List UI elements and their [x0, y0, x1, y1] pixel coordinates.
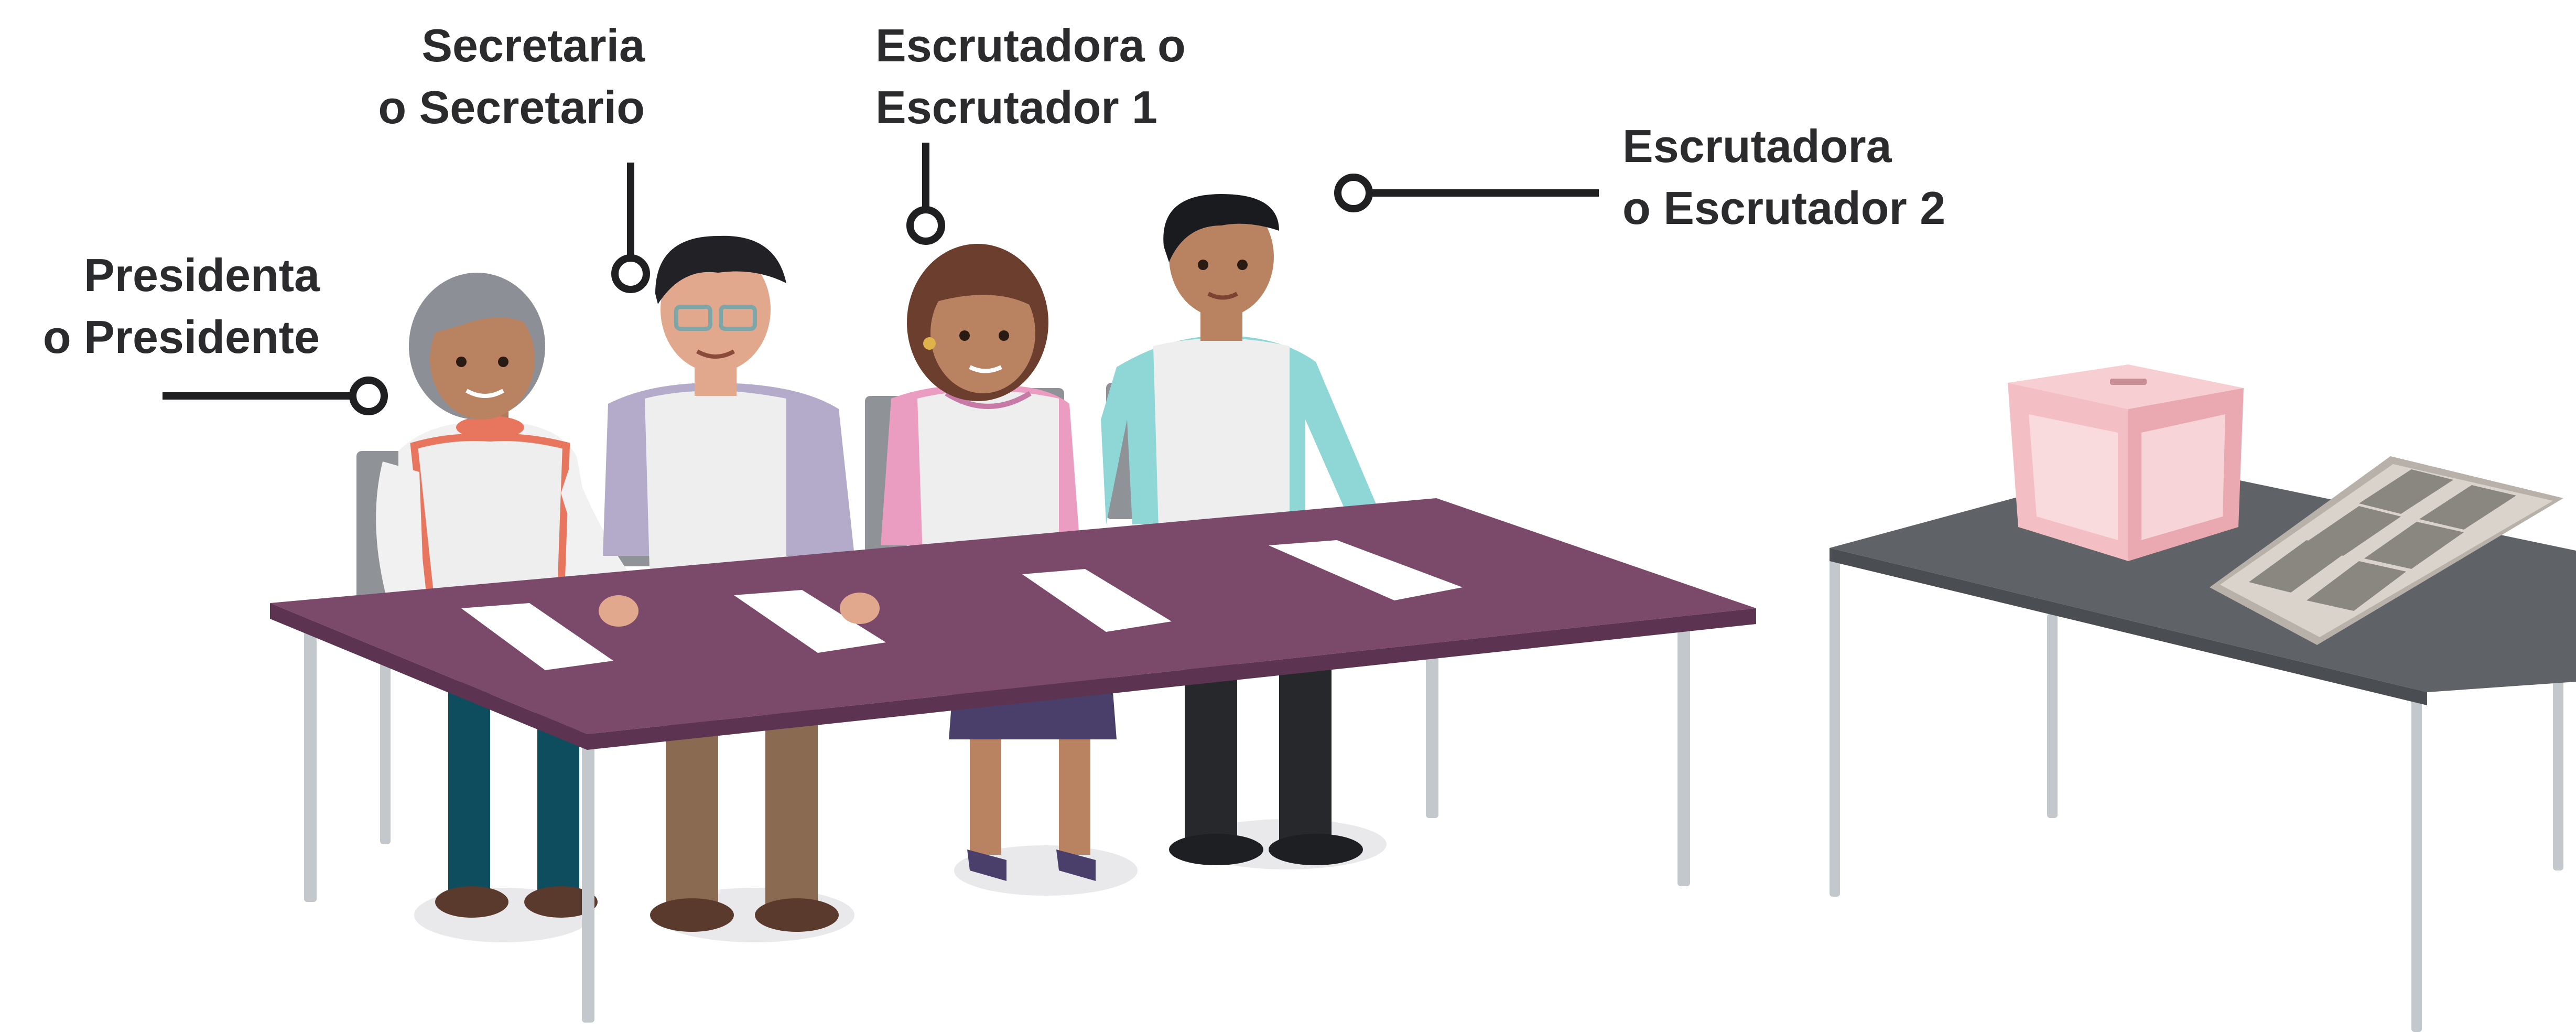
person-escrutadora-1 [881, 244, 1117, 881]
main-table [270, 498, 1756, 1023]
label-secretaria-line2: o Secretario [378, 81, 645, 133]
leader-escrutadora-2-dot [1334, 174, 1373, 212]
ballot-box [2008, 364, 2244, 561]
label-presidenta-line2: o Presidente [42, 311, 320, 363]
leader-secretaria-dot [611, 254, 650, 293]
label-secretaria: Secretaria o Secretario [325, 15, 645, 138]
leader-lines [163, 143, 1599, 415]
leader-escrutadora-1-dot [906, 206, 945, 245]
person-escrutador-2 [1101, 194, 1408, 865]
ballot-papers [461, 540, 1463, 670]
hands [599, 593, 880, 627]
leader-presidenta-dot [349, 377, 388, 415]
label-escrutadora-2: Escrutadora o Escrutador 2 [1622, 115, 1945, 239]
label-escrutadora-2-line2: o Escrutador 2 [1622, 182, 1946, 234]
tally-sheet [2210, 456, 2563, 645]
label-escrutadora-1-line2: Escrutador 1 [875, 81, 1157, 133]
label-escrutadora-1: Escrutadora o Escrutador 1 [875, 15, 1186, 138]
label-escrutadora-1-line1: Escrutadora o [875, 19, 1186, 71]
person-secretario [603, 235, 854, 932]
label-presidenta: Presidenta o Presidente [16, 244, 320, 368]
label-presidenta-line1: Presidenta [84, 249, 320, 301]
label-secretaria-line1: Secretaria [421, 19, 645, 71]
label-escrutadora-2-line1: Escrutadora [1622, 120, 1892, 172]
